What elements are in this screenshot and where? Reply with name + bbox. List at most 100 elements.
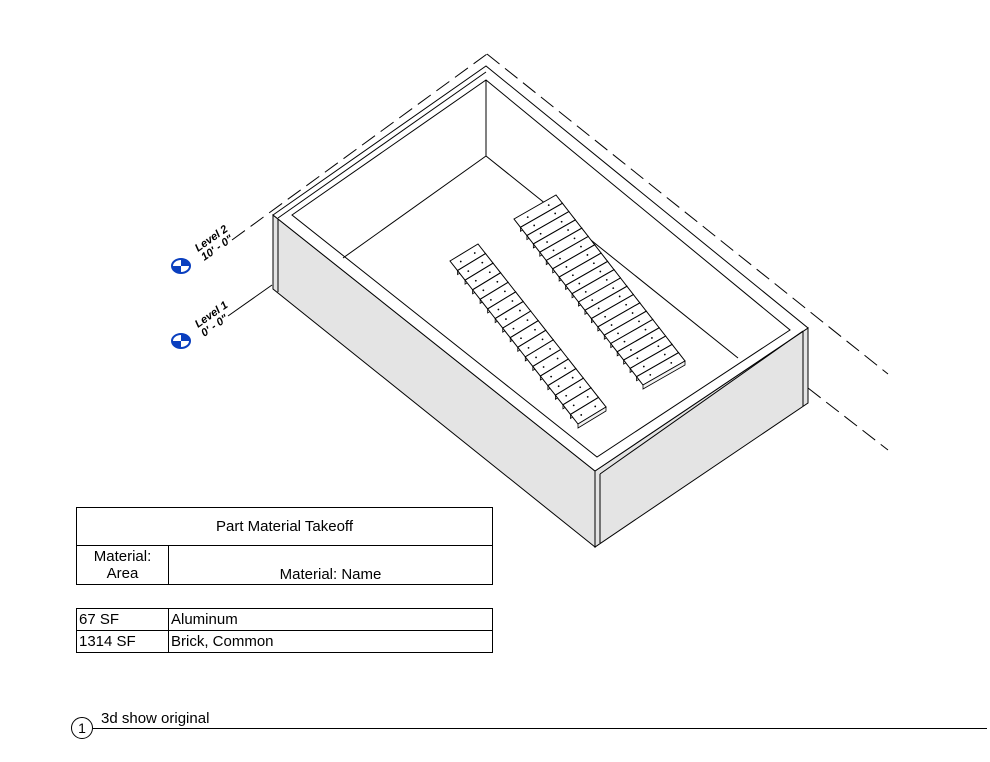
stair-bolt	[534, 328, 536, 331]
stair-bolt	[535, 356, 537, 359]
stair-bolt	[520, 337, 522, 340]
stair-bolt	[657, 345, 660, 348]
stair-bolt	[533, 224, 536, 227]
stair-bolt	[591, 299, 594, 302]
interior-edges	[342, 80, 739, 359]
stair-bolt	[638, 320, 640, 323]
stair-bolt	[526, 319, 529, 322]
stair-bolt	[636, 357, 639, 360]
stair-bolt	[557, 385, 560, 388]
cell-area: 67 SF	[77, 609, 169, 630]
material-takeoff-schedule-body[interactable]: 67 SF Aluminum 1314 SF Brick, Common	[76, 608, 493, 653]
stair-bolt	[554, 212, 557, 215]
stair-bolt	[565, 394, 568, 397]
level-1-line[interactable]	[807, 387, 889, 451]
stair-bolt	[604, 315, 607, 318]
level-1-marker[interactable]: Level 1 0' - 0"	[171, 297, 239, 349]
stair-bolt	[474, 279, 477, 282]
stair-bolt	[651, 337, 653, 339]
table-row[interactable]: 67 SF Aluminum	[77, 609, 492, 630]
stair-bolt	[597, 307, 600, 310]
svg-text:Level 2 10' - 0": Level 2 10' - 0"	[193, 221, 239, 263]
stair-bolt	[670, 361, 673, 364]
stair-bolt	[539, 232, 542, 235]
stair-bolt	[649, 373, 652, 376]
view-title-line	[93, 728, 987, 729]
stair-bolt	[571, 376, 574, 379]
stair-left[interactable]	[449, 243, 607, 429]
stair-bolt	[573, 237, 576, 240]
stair-bolt	[578, 282, 581, 285]
stair-bolt	[625, 303, 628, 306]
stair-bolt	[542, 366, 545, 368]
stair-bolt	[546, 241, 548, 243]
cell-name: Aluminum	[171, 611, 238, 628]
stair-bolt	[618, 295, 621, 298]
stair-bolt	[564, 367, 567, 370]
column-header-area: Material: Area	[77, 546, 169, 585]
stair-bolt	[559, 257, 561, 260]
cell-area: 1314 SF	[77, 631, 169, 652]
stair-bolt	[541, 338, 544, 341]
stair-bolt	[547, 204, 550, 207]
stair-bolt	[459, 260, 462, 263]
material-takeoff-schedule-header[interactable]: Part Material Takeoff Material: Area Mat…	[76, 507, 493, 585]
stair-bolt	[496, 280, 499, 283]
column-header-area-label: Material: Area	[93, 548, 152, 582]
stair-bolt	[642, 365, 645, 368]
stair-bolt	[612, 287, 615, 290]
stair-bolt	[556, 357, 559, 360]
stair-bolt	[644, 328, 647, 331]
stair-bolt	[505, 318, 507, 320]
level-2-marker[interactable]: Level 2 10' - 0"	[171, 221, 239, 274]
stair-bolt	[550, 375, 553, 378]
stair-riser	[642, 360, 686, 390]
stair-bolt	[580, 245, 582, 248]
stair-bolt	[552, 249, 555, 252]
stair-bolt	[565, 266, 568, 268]
column-header-name: Material: Name	[279, 566, 382, 583]
table-row[interactable]: 1314 SF Brick, Common	[77, 630, 492, 652]
stair-bolt	[572, 404, 575, 407]
stair-bolt	[594, 405, 597, 408]
level-1-head-icon	[171, 333, 191, 349]
stair-bolt	[488, 271, 491, 274]
stair-bolt	[526, 216, 529, 219]
stair-bolt	[599, 270, 602, 273]
stair-bolt	[586, 395, 589, 398]
stair-bolt	[586, 254, 589, 256]
view-title[interactable]: 3d show original	[101, 710, 210, 727]
stair-bolt	[592, 262, 595, 265]
level-1-line-solid	[227, 284, 273, 317]
stair-bolt	[473, 252, 476, 254]
level-2-line[interactable]	[231, 53, 889, 375]
stair-bolt	[503, 290, 506, 293]
stair-right[interactable]	[513, 194, 686, 390]
stair-bolt	[549, 348, 551, 350]
stair-bolt	[481, 261, 484, 264]
stair-bolt	[512, 327, 515, 330]
stair-bolt	[610, 324, 613, 326]
schedule-title: Part Material Takeoff	[77, 508, 492, 546]
cell-name: Brick, Common	[171, 633, 274, 650]
stair-bolt	[560, 220, 563, 223]
stair-bolt	[567, 229, 569, 231]
stair-bolt	[511, 300, 514, 302]
stair-bolt	[519, 309, 521, 312]
stair-bolt	[584, 290, 587, 293]
stair-bolt	[617, 332, 619, 335]
stair-bolt	[605, 278, 608, 281]
level-2-head-icon	[171, 258, 191, 274]
stair-bolt	[482, 289, 485, 292]
stair-bolt	[630, 349, 632, 351]
stair-bolt	[489, 298, 492, 301]
view-number-badge: 1	[71, 717, 93, 739]
stair-bolt	[497, 308, 500, 311]
stair-bolt	[663, 353, 666, 356]
svg-text:Level 1 0' - 0": Level 1 0' - 0"	[193, 297, 239, 339]
stair-bolt	[527, 346, 530, 349]
stair-bolt	[571, 274, 574, 277]
stair-riser	[577, 406, 607, 429]
stair-bolt	[467, 270, 470, 273]
